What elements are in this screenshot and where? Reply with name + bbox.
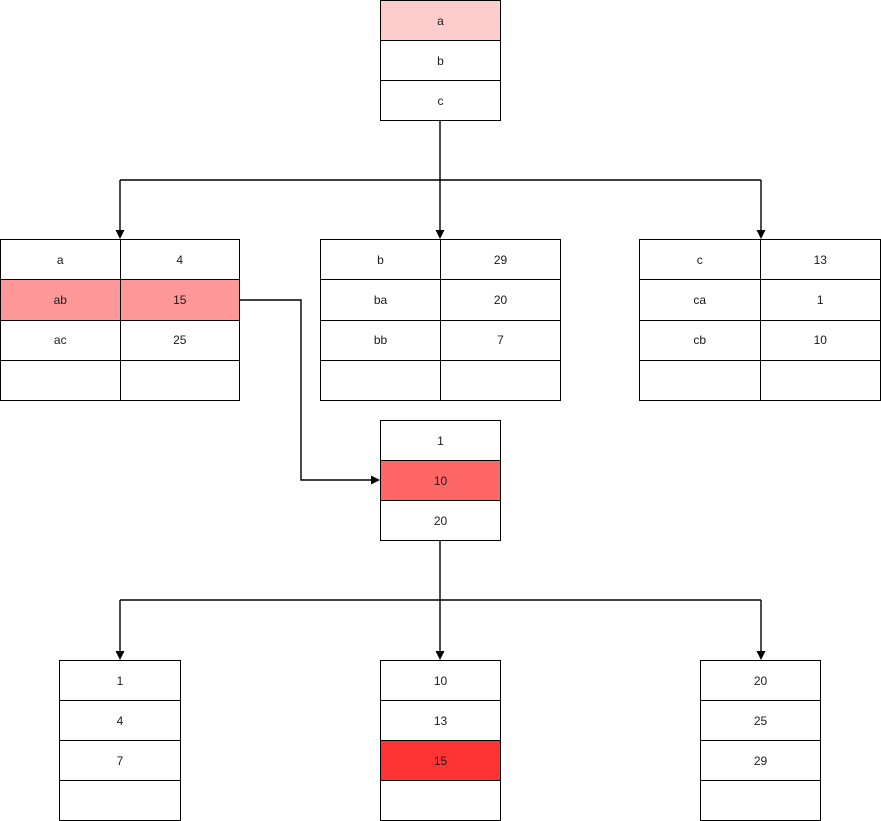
table-cell[interactable]: 13 xyxy=(813,252,827,267)
table-cell[interactable]: bb xyxy=(321,320,441,360)
edge-root-to-level2-right-arrowhead xyxy=(756,230,766,239)
table-cell-empty[interactable] xyxy=(701,781,820,820)
table-cell[interactable]: 25 xyxy=(753,713,768,728)
table-cell[interactable]: a xyxy=(381,1,500,40)
table-cell[interactable]: ac xyxy=(1,320,121,360)
table-cell[interactable]: 10 xyxy=(813,333,827,348)
edge-root-to-level2-left xyxy=(119,121,761,233)
table-row[interactable]: ac 25 xyxy=(1,320,239,361)
table-cell[interactable]: b xyxy=(321,240,441,280)
level2-node-b[interactable]: b 29 ba 20 bb 7 xyxy=(320,239,561,401)
table-cell[interactable]: 20 xyxy=(753,673,768,688)
level2-node-c[interactable]: c 13 ca 1 cb 10 xyxy=(639,239,881,401)
level4-node-middle[interactable]: 10 13 15 xyxy=(380,660,501,821)
table-cell[interactable]: 10 xyxy=(433,673,448,688)
table-cell[interactable]: cb xyxy=(640,320,761,360)
table-row[interactable]: bb 7 xyxy=(321,320,560,361)
table-row[interactable]: 29 xyxy=(701,741,820,781)
table-cell[interactable]: a xyxy=(1,240,121,280)
table-row[interactable] xyxy=(60,781,180,820)
table-row[interactable]: 10 xyxy=(381,661,500,701)
table-cell[interactable]: 15 xyxy=(381,741,500,780)
table-cell[interactable]: b xyxy=(437,53,444,68)
table-cell[interactable]: 1 xyxy=(437,433,444,448)
table-row[interactable]: 7 xyxy=(60,741,180,781)
table-row[interactable] xyxy=(1,360,240,400)
table-cell[interactable]: 15 xyxy=(120,280,239,320)
table-cell[interactable]: 29 xyxy=(493,252,508,267)
table-cell[interactable]: 1 xyxy=(116,673,124,688)
table-cell[interactable]: c xyxy=(437,93,444,108)
edge-root-to-level2-middle-arrowhead xyxy=(435,230,445,239)
table-cell[interactable]: 7 xyxy=(116,753,124,768)
table-row[interactable]: 1 xyxy=(60,661,180,701)
table-cell[interactable]: ca xyxy=(640,280,761,320)
table-row[interactable]: a xyxy=(381,1,500,41)
table-row[interactable]: cb 10 xyxy=(640,320,880,361)
table-cell-empty[interactable] xyxy=(60,781,180,820)
table-row[interactable]: 15 xyxy=(381,741,500,781)
table-cell[interactable]: 29 xyxy=(753,753,768,768)
table-cell[interactable]: 20 xyxy=(433,513,448,528)
table-cell[interactable]: 25 xyxy=(173,333,187,348)
table-cell[interactable]: ab xyxy=(1,280,121,320)
table-row[interactable]: c xyxy=(381,81,500,120)
table-cell-empty[interactable] xyxy=(640,360,761,400)
table-row[interactable]: ba 20 xyxy=(321,280,560,321)
table-cell-empty[interactable] xyxy=(121,361,240,400)
table-row[interactable]: 10 xyxy=(381,461,500,501)
edge-level3-to-level4-right-arrowhead xyxy=(756,651,766,660)
edge-level3-to-level4-left-arrowhead xyxy=(115,651,125,660)
edge-root-to-level2-left-arrowhead xyxy=(115,230,125,239)
table-row[interactable] xyxy=(321,360,560,400)
table-row[interactable]: b xyxy=(381,41,500,81)
table-cell-empty[interactable] xyxy=(321,360,441,400)
table-row[interactable]: 13 xyxy=(381,701,500,741)
table-cell-empty[interactable] xyxy=(381,781,500,820)
table-row[interactable]: ca 1 xyxy=(640,280,880,321)
edge-level3-to-level4-middle-arrowhead xyxy=(435,651,445,660)
table-row[interactable]: 1 xyxy=(381,421,500,461)
edge-level3-to-level4-left xyxy=(119,541,761,654)
table-cell[interactable]: 7 xyxy=(497,333,504,348)
table-cell[interactable]: 4 xyxy=(116,713,124,728)
table-row[interactable]: b 29 xyxy=(321,240,560,281)
edge-ab-to-level3-arrowhead xyxy=(371,475,380,485)
table-cell[interactable]: 1 xyxy=(816,292,824,307)
table-row[interactable]: 25 xyxy=(701,701,820,741)
table-cell[interactable]: 20 xyxy=(493,292,508,307)
table-row[interactable] xyxy=(381,781,500,820)
table-cell[interactable]: 10 xyxy=(381,461,500,500)
table-cell-empty[interactable] xyxy=(761,361,881,400)
table-cell[interactable]: 4 xyxy=(176,252,184,267)
table-cell-empty[interactable] xyxy=(441,361,560,400)
table-cell[interactable]: c xyxy=(640,240,761,280)
table-cell[interactable]: ba xyxy=(321,280,441,320)
level3-node-ab[interactable]: 1 10 20 xyxy=(380,420,501,541)
table-row[interactable]: 20 xyxy=(381,501,500,540)
table-row[interactable]: c 13 xyxy=(640,240,880,281)
table-cell-empty[interactable] xyxy=(1,360,121,400)
table-row[interactable]: 20 xyxy=(701,661,820,701)
level4-node-left[interactable]: 1 4 7 xyxy=(59,660,181,821)
table-row[interactable]: 4 xyxy=(60,701,180,741)
table-row[interactable] xyxy=(701,781,820,820)
table-row[interactable] xyxy=(640,360,881,400)
level4-node-right[interactable]: 20 25 29 xyxy=(700,660,821,821)
table-cell[interactable]: 13 xyxy=(433,713,448,728)
